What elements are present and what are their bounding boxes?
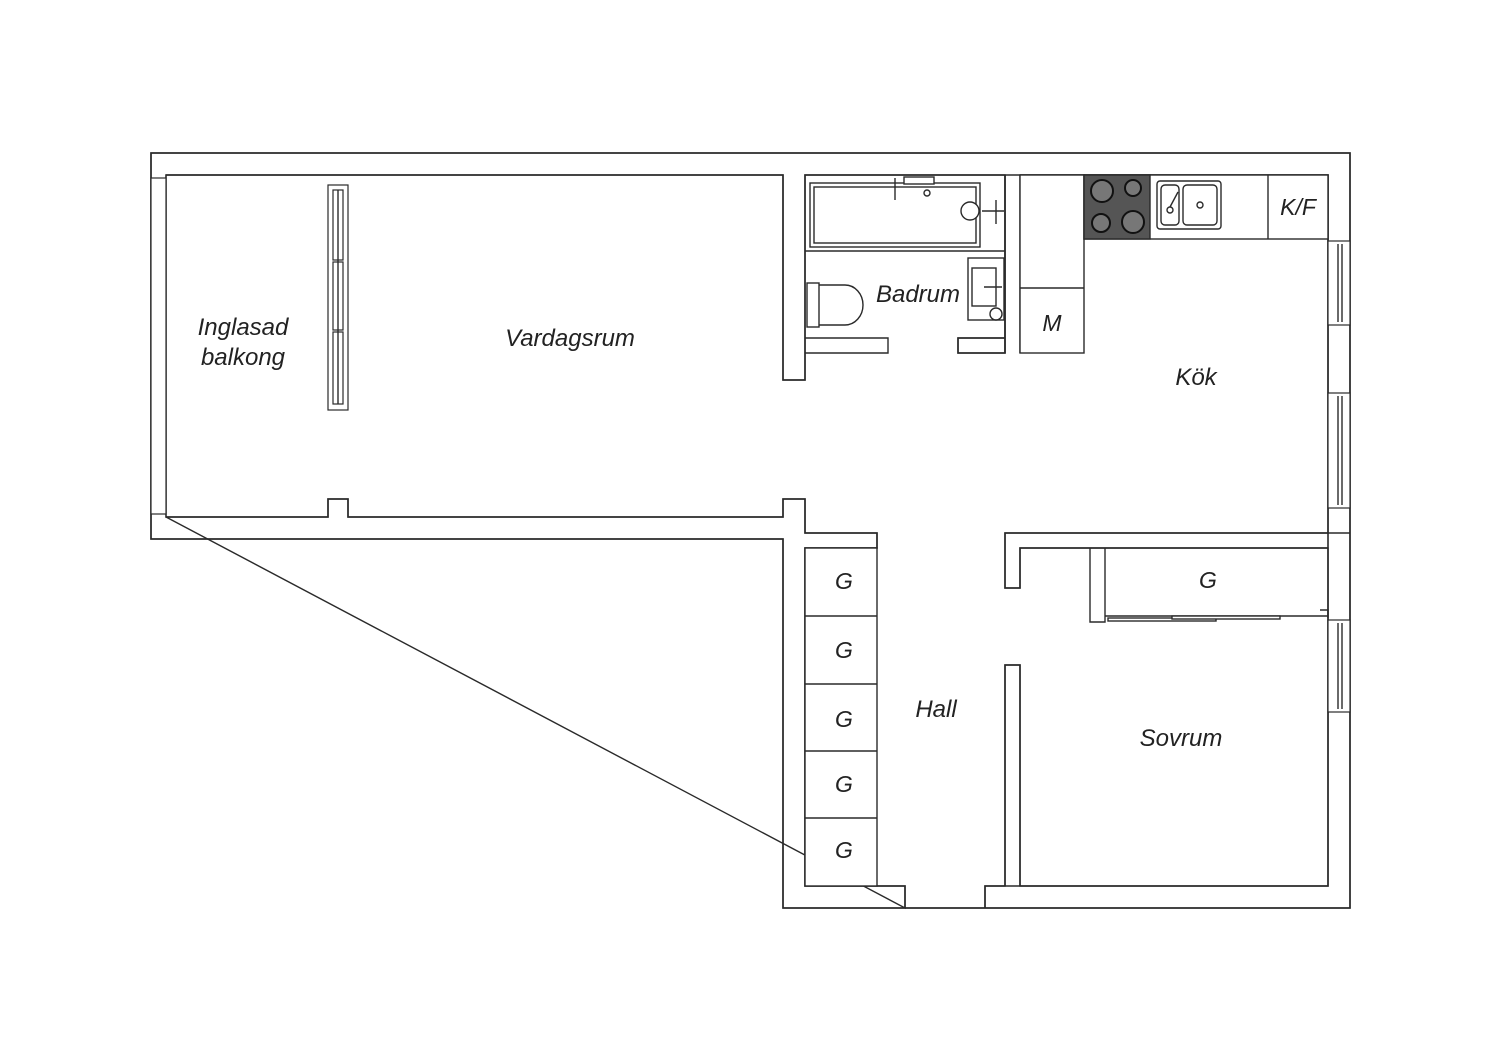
- bathtub: [809, 176, 1004, 248]
- bedroom-wardrobe-label: G: [1199, 567, 1217, 593]
- microwave-label: M: [1042, 310, 1062, 336]
- bedroom-wardrobe: [1089, 548, 1329, 623]
- hall-wardrobes: [804, 547, 878, 887]
- wardrobe-label: G: [835, 568, 853, 594]
- balcony-label-line2: balkong: [201, 344, 286, 371]
- balcony-label-line1: Inglasad: [198, 314, 289, 341]
- bedroom-label: Sovrum: [1140, 725, 1223, 752]
- hall-label: Hall: [915, 696, 957, 723]
- kitchen-counter: [1019, 174, 1329, 354]
- wardrobe-label: G: [835, 637, 853, 663]
- toilet: [806, 282, 864, 328]
- balcony-glazing: [150, 177, 167, 515]
- wardrobe-label: G: [835, 837, 853, 863]
- kitchen-label: Kök: [1175, 364, 1218, 391]
- wardrobe-label: G: [835, 706, 853, 732]
- wardrobe-label: G: [835, 771, 853, 797]
- fridge-freezer-label: K/F: [1280, 194, 1318, 220]
- washbasin: [967, 257, 1005, 321]
- balcony-partition: [327, 184, 349, 411]
- sink: [1156, 180, 1222, 230]
- bathroom-label: Badrum: [876, 281, 960, 308]
- living-room-label: Vardagsrum: [505, 325, 635, 352]
- right-windows: [1327, 240, 1351, 713]
